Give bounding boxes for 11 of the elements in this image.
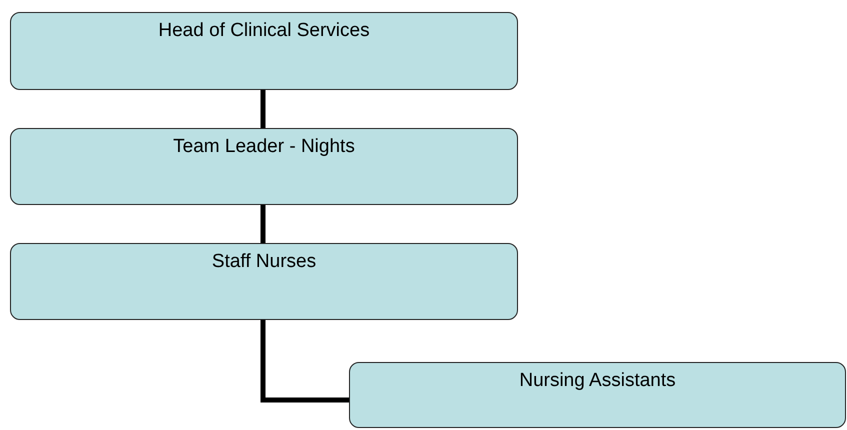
connector-line bbox=[260, 205, 266, 243]
role-box bbox=[349, 362, 846, 428]
connector-line bbox=[260, 320, 349, 402]
role-box bbox=[10, 243, 518, 320]
role-title: Head of Clinical Services bbox=[158, 20, 370, 42]
role-box bbox=[10, 128, 518, 205]
role-title: Nursing Assistants bbox=[519, 370, 676, 392]
role-title: Staff Nurses bbox=[212, 251, 316, 273]
role-title: Team Leader - Nights bbox=[173, 136, 355, 158]
connector-line bbox=[260, 90, 266, 128]
role-box bbox=[10, 12, 518, 90]
